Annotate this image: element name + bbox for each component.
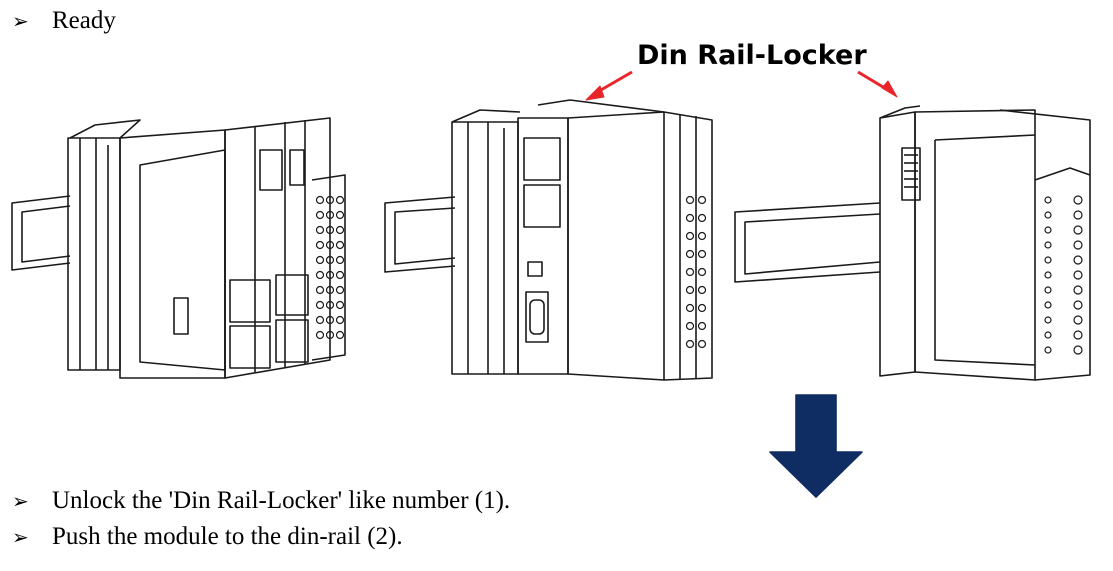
bullet-arrow-icon: ➢	[12, 525, 29, 549]
list-item-text: Ready	[52, 7, 116, 34]
din-rail-locker-label: Din Rail-Locker	[637, 40, 867, 71]
list-item-text: Unlock the 'Din Rail-Locker' like number…	[52, 487, 511, 514]
callout-arrows	[585, 70, 898, 101]
list-item-text: Push the module to the din-rail (2).	[52, 523, 403, 550]
down-arrow-icon	[769, 394, 863, 498]
io-module-illustration	[734, 105, 1091, 381]
assembled-modules-illustration	[11, 117, 346, 379]
list-item-ready: ➢ Ready	[12, 6, 116, 36]
bullet-arrow-icon: ➢	[12, 9, 29, 33]
cpu-module-illustration	[384, 99, 713, 381]
list-item-push: ➢ Push the module to the din-rail (2).	[12, 522, 403, 552]
list-item-unlock: ➢ Unlock the 'Din Rail-Locker' like numbe…	[12, 486, 510, 516]
bullet-arrow-icon: ➢	[12, 489, 29, 513]
